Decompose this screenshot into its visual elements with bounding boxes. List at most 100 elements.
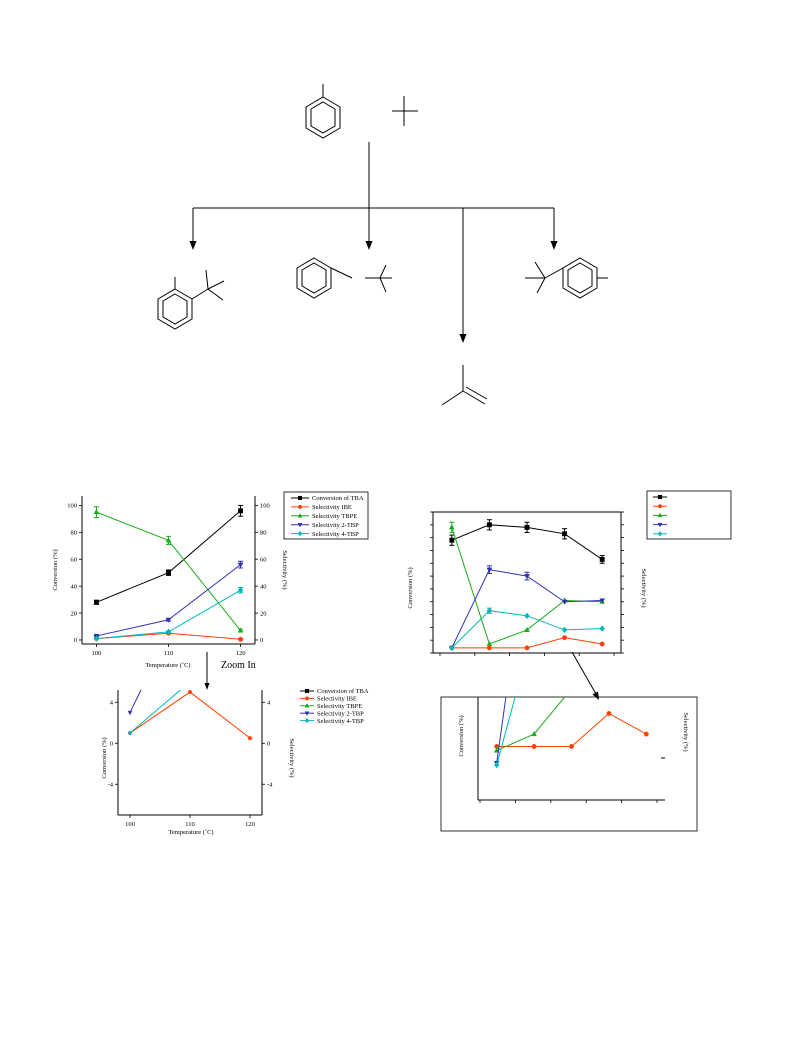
data-point — [248, 362, 252, 367]
y2-tick-label: 80 — [260, 530, 267, 537]
legend-marker — [304, 696, 310, 701]
x-tick-label: 120 — [236, 650, 246, 657]
series-1 — [127, 690, 253, 741]
legend-marker — [297, 513, 303, 518]
y-axis-title-right: Selectivity (%) — [640, 568, 647, 607]
data-point — [569, 743, 574, 749]
series-line-3 — [129, 690, 142, 713]
data-point — [237, 586, 244, 594]
zoom-in-label: Zoom In — [221, 660, 256, 671]
data-point — [188, 229, 192, 233]
data-point — [127, 730, 133, 736]
data-point — [599, 625, 605, 632]
y-axis-title-left: Conversion (%) — [458, 715, 465, 756]
series-1 — [493, 591, 611, 753]
legend-marker — [657, 522, 663, 528]
y-tick-label: 40 — [71, 583, 78, 590]
series-0 — [93, 504, 244, 605]
data-point — [569, 686, 574, 690]
data-point — [569, 641, 574, 647]
data-point — [187, 690, 193, 695]
series-3 — [448, 565, 606, 652]
data-point — [188, 588, 192, 592]
legend-label: Selectivity 2-TBP — [317, 710, 364, 717]
data-point — [486, 522, 492, 528]
data-point — [493, 761, 500, 769]
data-point — [561, 626, 568, 634]
series-line-0 — [130, 0, 250, 456]
series-0 — [449, 519, 605, 564]
y-tick-label: 100 — [67, 503, 77, 510]
legend-marker — [304, 703, 310, 708]
legend-marker — [657, 531, 663, 537]
series-line-3 — [451, 569, 603, 649]
y2-tick-label: 0 — [267, 740, 270, 747]
data-point — [486, 607, 493, 614]
data-point — [606, 711, 612, 716]
legend-label: Selectivity 2-TBP — [312, 522, 359, 529]
data-point — [561, 599, 568, 605]
data-point — [606, 686, 611, 692]
y2-tick-label: 60 — [260, 556, 267, 563]
data-point — [248, 168, 252, 172]
tba-structure — [392, 96, 418, 126]
data-point — [599, 598, 606, 604]
x-tick-label: 120 — [245, 821, 255, 828]
series-3 — [93, 560, 244, 640]
data-point — [165, 617, 172, 623]
data-point — [524, 645, 530, 651]
y-tick-label: -4 — [108, 781, 114, 788]
legend-marker — [657, 494, 663, 500]
legend — [646, 490, 732, 540]
data-point — [524, 626, 530, 632]
y2-tick-label: 0 — [260, 637, 263, 644]
y2-tick-label: 100 — [260, 503, 270, 510]
legend-label: Conversion of TBA — [312, 495, 364, 502]
series-3 — [493, 641, 611, 769]
legend-marker — [297, 523, 303, 528]
legend-marker — [297, 504, 303, 509]
data-point — [531, 743, 537, 749]
product-4-tbp-structure — [525, 257, 608, 299]
product-2-tbp-structure — [157, 269, 225, 330]
series-line-0 — [96, 510, 241, 603]
zoom-arrow-right — [571, 651, 599, 700]
y2-tick-label: 4 — [267, 699, 271, 706]
series-line-1 — [496, 697, 566, 752]
y-axis-title-left: Conversion (%) — [407, 567, 414, 608]
legend-marker — [304, 717, 310, 724]
y-axis-title-right: Selectivity (%) — [288, 738, 295, 777]
data-point — [238, 508, 244, 514]
series-2 — [128, 0, 252, 673]
series-line-2 — [496, 697, 507, 763]
data-point — [524, 612, 530, 620]
data-point — [128, 455, 132, 459]
legend-marker — [657, 504, 663, 509]
data-point — [562, 531, 568, 537]
data-point — [606, 591, 611, 595]
y-axis-title-right: Selectivity (%) — [682, 712, 689, 751]
data-point — [165, 628, 172, 636]
reaction-scheme — [157, 84, 608, 406]
legend-label: Selectivity 4-TBP — [312, 531, 359, 538]
data-point — [93, 508, 100, 515]
legend-label: Selectivity IBE — [317, 696, 357, 703]
chart-temperature-effect: Temperature (˚C) Conversion (%) Selectiv… — [52, 491, 369, 671]
series-0 — [128, 0, 252, 458]
chart-stability: Conversion (%) Selectivity (%) — [407, 490, 732, 656]
legend-marker — [304, 711, 310, 716]
reaction-arrows — [189, 142, 558, 343]
legend-marker — [657, 512, 663, 518]
series-line-0 — [496, 712, 647, 747]
series-4 — [93, 586, 244, 642]
series-line-4 — [129, 690, 182, 734]
series-line-2 — [451, 527, 603, 645]
data-point — [599, 641, 605, 647]
series-2 — [93, 506, 244, 633]
product-tbpe-structure — [296, 257, 392, 299]
series-4 — [127, 362, 252, 736]
series-0 — [494, 711, 649, 749]
